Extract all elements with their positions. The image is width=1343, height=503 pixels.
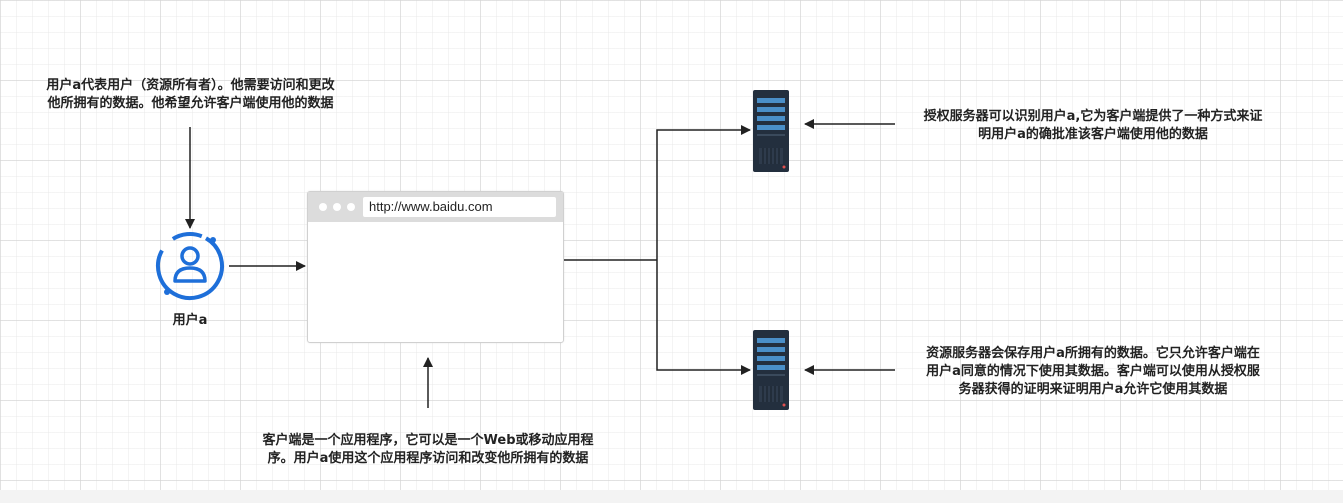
browser-title-bar: http://www.baidu.com xyxy=(308,192,563,222)
server-rack-icon xyxy=(753,90,789,172)
user-circle-icon xyxy=(156,232,224,300)
arrow-client-to-auth-server xyxy=(656,125,751,260)
user-name-label: 用户a xyxy=(172,313,208,328)
window-dot-icon xyxy=(333,203,341,211)
client-description: 客户端是一个应用程序，它可以是一个Web或移动应用程 序。用户a使用这个应用程序… xyxy=(262,433,594,466)
auth-server-description: 授权服务器可以识别用户a,它为客户端提供了一种方式来证 明用户a的确批准该客户端… xyxy=(923,109,1263,142)
browser-url-field: http://www.baidu.com xyxy=(363,197,556,217)
window-dot-icon xyxy=(347,203,355,211)
resource-server-description: 资源服务器会保存用户a所拥有的数据。它只允许客户端在 用户a同意的情况下使用其数… xyxy=(926,346,1260,397)
bottom-strip xyxy=(0,490,1343,503)
client-browser-window: http://www.baidu.com xyxy=(307,191,564,343)
arrow-client-to-resource-server xyxy=(656,260,751,375)
window-dot-icon xyxy=(319,203,327,211)
user-description: 用户a代表用户（资源所有者）。他需要访问和更改 他所拥有的数据。他希望允许客户端… xyxy=(46,78,335,111)
server-rack-icon xyxy=(753,330,789,410)
